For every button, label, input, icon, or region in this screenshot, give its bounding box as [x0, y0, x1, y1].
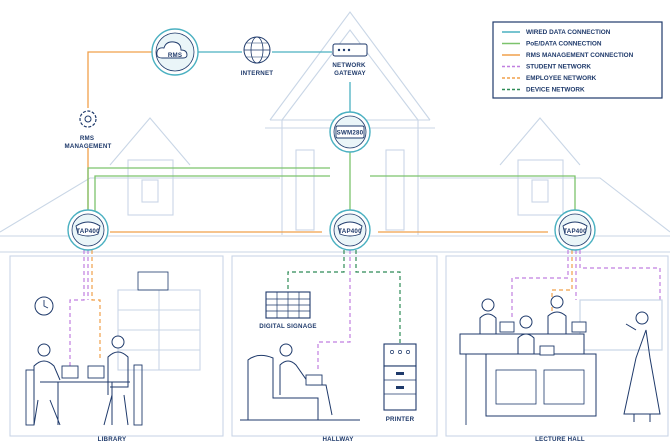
gateway-label: NETWORK GATEWAY: [332, 62, 367, 77]
access-point-icon: [337, 221, 363, 237]
legend: WIRED DATA CONNECTION PoE/DATA CONNECTION…: [492, 21, 663, 99]
switch-label: SWM280: [337, 130, 364, 137]
digital-signage-icon: [265, 291, 311, 319]
connections: [69, 51, 661, 372]
laptop-icon: [87, 365, 105, 379]
gear-icon: [79, 110, 97, 128]
switch-node: SWM280: [329, 111, 371, 153]
laptop-icon: [571, 321, 587, 333]
lecture-hall-scene: [459, 295, 663, 425]
laptop-icon: [305, 374, 323, 386]
person-icon: [103, 335, 143, 426]
poe-left: [87, 167, 330, 212]
access-point-icon: [75, 221, 101, 237]
gateway-node: NETWORK GATEWAY: [332, 43, 368, 77]
person-icon: [547, 295, 567, 334]
library-scene: [25, 271, 169, 426]
person-icon: [479, 298, 497, 334]
ap-right-label: TAP400: [563, 228, 587, 235]
rms-management-line: [87, 51, 152, 108]
room-label-library: LIBRARY: [98, 436, 127, 443]
legend-label: STUDENT NETWORK: [526, 64, 591, 71]
employee-net-library: [91, 250, 101, 360]
rms-node: RMS: [151, 28, 199, 76]
cloud-icon: [156, 41, 188, 59]
poe-right: [370, 175, 576, 212]
student-net-lecture-left: [511, 250, 569, 318]
device-net-printer: [355, 250, 401, 344]
globe-icon: [243, 36, 271, 64]
legend-label: EMPLOYEE NETWORK: [526, 75, 597, 82]
student-net-hallway: [317, 250, 351, 372]
person-icon: [279, 343, 333, 416]
laptop-icon: [499, 321, 515, 333]
person-icon: [25, 343, 61, 426]
person-icon: [623, 311, 661, 422]
laptop-icon: [539, 345, 555, 356]
legend-label: RMS MANAGEMENT CONNECTION: [526, 52, 634, 59]
access-point-icon: [562, 221, 588, 237]
ap-center-node: TAP400: [329, 209, 371, 251]
internet-label: INTERNET: [241, 70, 274, 77]
room-label-hallway: HALLWAY: [322, 436, 354, 443]
signage-label: DIGITAL SIGNAGE: [259, 323, 316, 330]
student-net-library: [69, 250, 85, 370]
ap-center-label: TAP400: [338, 228, 362, 235]
clock-icon: [34, 296, 54, 316]
printer-icon: [383, 343, 417, 411]
laptop-icon: [61, 365, 79, 379]
ap-left-node: TAP400: [67, 209, 109, 251]
legend-label: WIRED DATA CONNECTION: [526, 29, 611, 36]
legend-label: PoE/DATA CONNECTION: [526, 41, 602, 48]
rms-label: RMS: [168, 52, 182, 59]
ap-right-node: TAP400: [554, 209, 596, 251]
hallway-scene: DIGITAL SIGNAGE PRINTER: [240, 291, 417, 423]
printer-label: PRINTER: [386, 416, 415, 423]
rms-management-node: RMS MANAGEMENT: [64, 110, 111, 150]
person-icon: [517, 315, 535, 354]
room-label-lecture-hall: LECTURE HALL: [535, 436, 585, 443]
rms-management-label: RMS MANAGEMENT: [64, 135, 111, 150]
building-outline: [0, 11, 670, 437]
student-net-lecture-right: [579, 250, 661, 308]
switch-icon: [335, 125, 365, 139]
device-net-signage: [287, 250, 345, 292]
internet-node: INTERNET: [241, 36, 274, 77]
ap-left-label: TAP400: [76, 228, 100, 235]
legend-label: DEVICE NETWORK: [526, 87, 585, 94]
